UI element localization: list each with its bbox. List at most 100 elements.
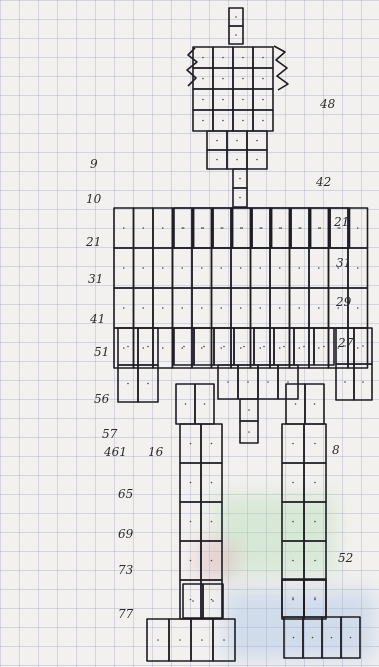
cell-mark [243,346,245,348]
cell-mark [211,521,213,523]
cell-mark [147,383,149,385]
cell-mark [314,521,316,523]
cell-mark [216,159,218,161]
cell-mark [362,381,364,383]
cell-mark [220,227,222,229]
cell-mark [292,482,294,484]
cell-mark [202,120,204,122]
cell-mark [298,307,300,309]
side-label-27: 27 [338,337,353,349]
side-label-42: 42 [316,176,331,188]
cell-mark [202,57,204,59]
cell-mark [223,346,225,348]
cell-mark [283,346,285,348]
cell-mark [357,267,359,269]
cell-mark [123,267,125,269]
cell-mark [239,197,241,199]
cell-mark [293,637,295,639]
row-label-77: 77 [118,608,133,620]
cell-mark [318,347,320,349]
cell-mark [222,78,224,80]
cell-mark [190,482,192,484]
cell-mark [279,267,281,269]
cell-mark [314,482,316,484]
cell-mark [162,307,164,309]
cell-mark [211,482,213,484]
cell-mark [298,227,300,229]
cell-mark [179,639,181,641]
cell-mark [262,78,264,80]
cell-mark [127,346,129,348]
row-label-73: 73 [118,564,133,576]
cell-mark [242,57,244,59]
cell-mark [247,381,249,383]
row-label-65: 65 [118,488,133,500]
cell-mark [292,443,294,445]
ear-left-zigzag [187,48,197,86]
cell-mark [362,345,364,347]
cell-mark [279,227,281,229]
cell-mark [236,159,238,161]
row-label-31: 31 [88,273,103,285]
cell-mark [212,600,214,602]
cell-mark [350,637,352,639]
cell-mark [202,99,204,101]
cell-mark [201,639,203,641]
cell-mark [190,521,192,523]
cell-mark [314,560,316,562]
cell-mark [242,120,244,122]
cell-mark [239,178,241,180]
cell-mark [292,599,294,601]
cell-mark [183,346,185,348]
cell-mark [204,403,206,405]
cell-mark [181,267,183,269]
cell-mark [222,99,224,101]
side-label-29: 29 [336,296,351,308]
cell-mark [241,227,243,229]
cell-mark [190,560,192,562]
cell-mark [201,307,203,309]
cell-mark [142,307,144,309]
cell-mark [248,409,250,411]
cell-mark [222,120,224,122]
cell-mark [259,307,261,309]
cell-mark [298,347,300,349]
cell-mark [123,347,125,349]
cell-mark [259,347,261,349]
cell-mark [344,381,346,383]
cell-mark [181,307,183,309]
cell-mark [142,227,144,229]
cell-mark [298,267,300,269]
cell-mark [242,78,244,80]
cell-mark [242,99,244,101]
cell-mark [211,560,213,562]
cell-mark [227,381,229,383]
cell-mark [220,267,222,269]
cell-mark [162,227,164,229]
cell-mark [256,140,258,142]
cell-mark [183,227,185,229]
cell-mark [123,227,125,229]
cell-mark [287,381,289,383]
row-label-9: 9 [90,158,98,170]
cell-mark [157,639,159,641]
cell-mark [318,267,320,269]
cell-mark [314,443,316,445]
cell-mark [357,227,359,229]
cell-mark [292,521,294,523]
cell-mark [240,267,242,269]
cell-mark [236,140,238,142]
row-label-69: 69 [118,528,133,540]
row-label-21: 21 [86,236,101,248]
cell-mark [240,307,242,309]
cell-mark [319,227,321,229]
cell-mark [262,99,264,101]
cell-mark [357,307,359,309]
cell-mark [263,346,265,348]
cell-mark [300,227,302,229]
cell-mark [211,599,213,601]
cell-mark [312,637,314,639]
row-label-16: 16 [148,446,163,458]
cell-mark [292,560,294,562]
cell-mark [185,403,187,405]
